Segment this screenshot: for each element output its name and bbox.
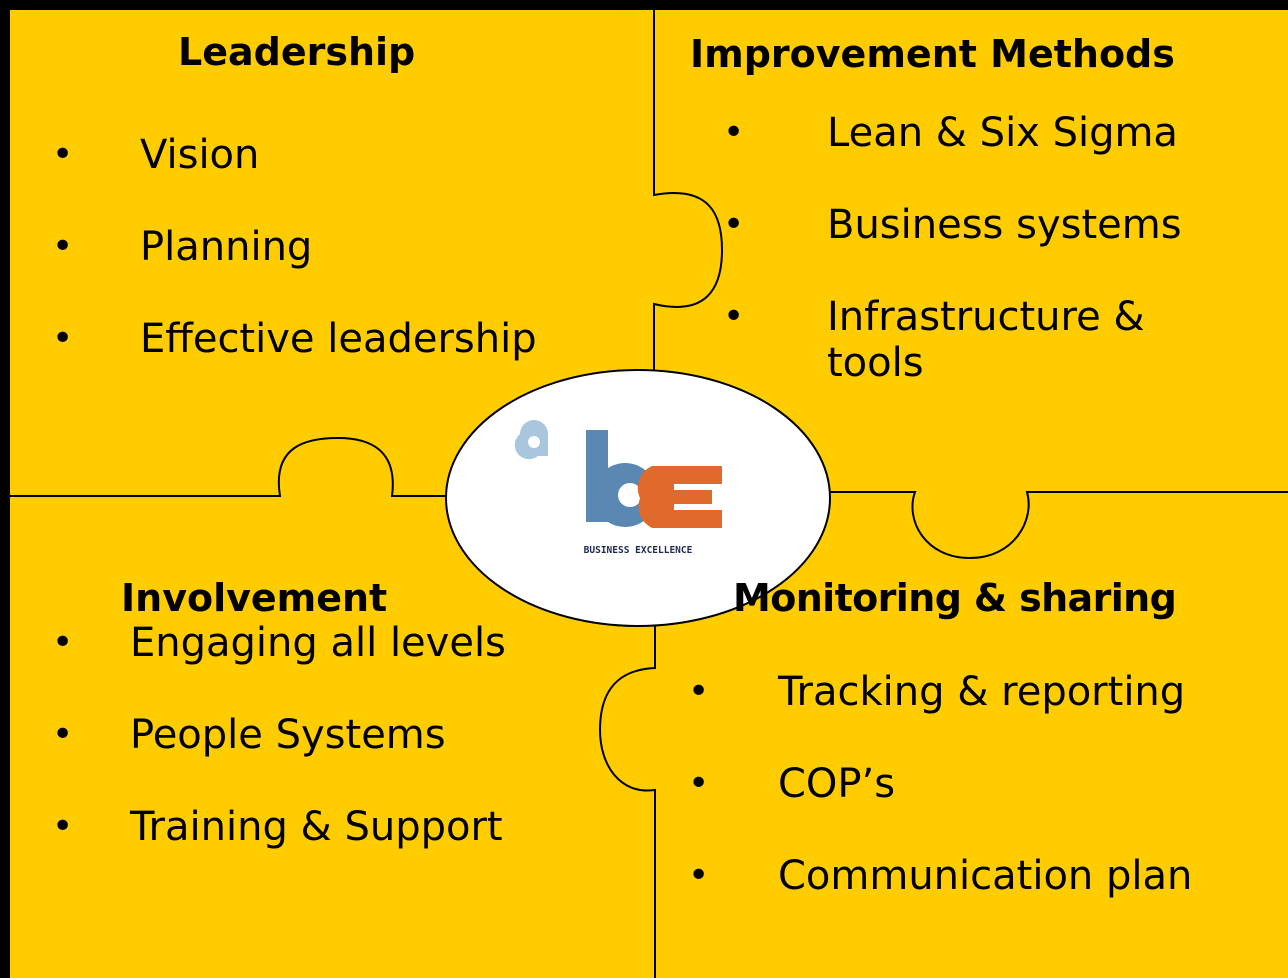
list-item: • Effective leadership: [52, 316, 537, 408]
list-item: • Planning: [52, 224, 537, 316]
logo-letter-b-stem: [586, 430, 608, 522]
bullet-icon: •: [688, 763, 710, 804]
list-item: • Vision: [52, 132, 537, 224]
list-item: • COP’s: [688, 761, 1192, 853]
list-item-text: Communication plan: [778, 853, 1193, 899]
bullet-icon: •: [723, 204, 745, 245]
list-item-continuation: tools: [723, 340, 1182, 386]
list-item-text: Planning: [140, 224, 313, 270]
involvement-list: • Engaging all levels • People Systems •…: [52, 620, 506, 896]
list-item: • Training & Support: [52, 804, 506, 896]
list-item: • Tracking & reporting: [688, 669, 1192, 761]
list-item-text: Business systems: [827, 202, 1182, 248]
list-item: • Infrastructure &: [723, 294, 1182, 340]
abe-logo: BUSINESS EXCELLENCE: [512, 418, 736, 568]
bullet-icon: •: [688, 671, 710, 712]
list-item-text: Training & Support: [130, 804, 503, 850]
bullet-icon: •: [52, 226, 74, 267]
abe-logo-icon: [514, 420, 722, 528]
bullet-icon: •: [52, 806, 74, 847]
monitoring-heading: Monitoring & sharing: [733, 576, 1177, 620]
bullet-icon: •: [52, 622, 74, 663]
list-item: • Engaging all levels: [52, 620, 506, 712]
list-item-text: tools: [827, 340, 924, 386]
bullet-icon: •: [723, 112, 745, 153]
puzzle-seam-horizontal: [10, 436, 1288, 560]
puzzle-seam-vertical-bottom: [598, 568, 656, 978]
list-item-text: Engaging all levels: [130, 620, 506, 666]
improvement-list: • Lean & Six Sigma • Business systems • …: [723, 110, 1182, 386]
monitoring-list: • Tracking & reporting • COP’s • Communi…: [688, 669, 1192, 945]
list-item: • Business systems: [723, 202, 1182, 294]
list-item: • Communication plan: [688, 853, 1192, 945]
list-item-text: Infrastructure &: [827, 294, 1145, 340]
bullet-icon: •: [52, 134, 74, 175]
puzzle-seam-vertical-top: [653, 8, 724, 402]
logo-tagline: BUSINESS EXCELLENCE: [583, 545, 693, 556]
logo-letter-e: [637, 466, 722, 528]
bullet-icon: •: [52, 714, 74, 755]
list-item-text: Tracking & reporting: [778, 669, 1186, 715]
list-item-text: COP’s: [778, 761, 896, 807]
involvement-heading: Involvement: [121, 576, 388, 620]
bullet-icon: •: [688, 855, 710, 896]
leadership-list: • Vision • Planning • Effective leadersh…: [52, 132, 537, 408]
improvement-heading: Improvement Methods: [690, 32, 1175, 76]
list-item: • People Systems: [52, 712, 506, 804]
list-item-text: Vision: [140, 132, 260, 178]
list-item-text: Effective leadership: [140, 316, 537, 362]
list-item-text: Lean & Six Sigma: [827, 110, 1178, 156]
list-item-text: People Systems: [130, 712, 446, 758]
bullet-icon: •: [52, 318, 74, 359]
logo-letter-b-counter: [618, 483, 642, 507]
bullet-icon: •: [723, 296, 745, 337]
logo-letter-a-counter: [528, 436, 540, 448]
leadership-heading: Leadership: [178, 30, 416, 74]
list-item: • Lean & Six Sigma: [723, 110, 1182, 202]
